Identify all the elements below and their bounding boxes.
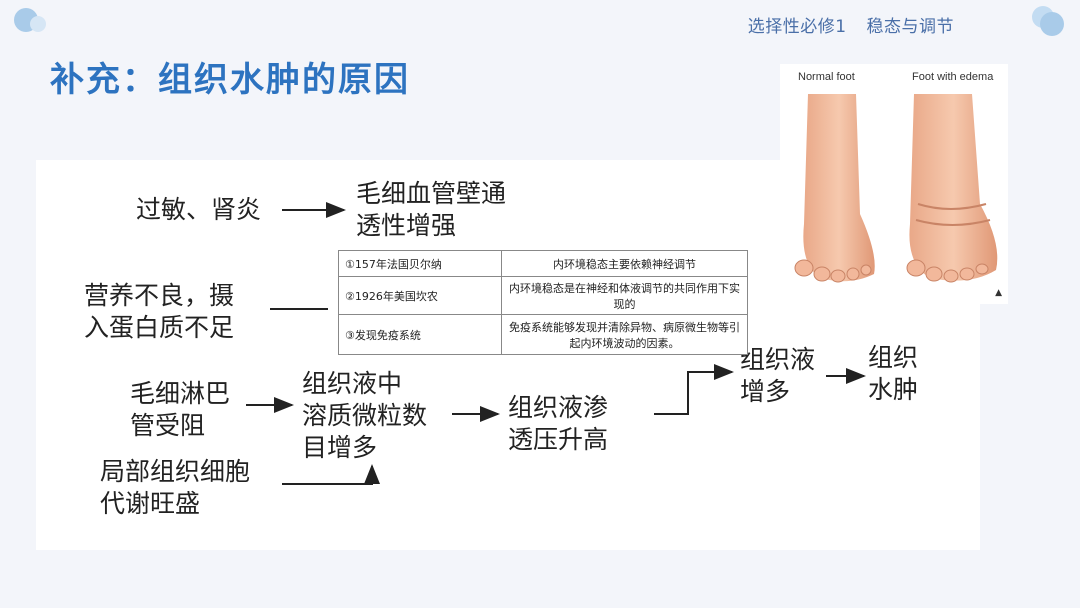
cause-allergy: 过敏、肾炎 bbox=[136, 194, 261, 226]
mid-osmotic-line-2: 透压升高 bbox=[508, 424, 608, 456]
cause-allergy-line: 过敏、肾炎 bbox=[136, 194, 261, 226]
table-row: ③发现免疫系统 免疫系统能够发现并清除异物、病原微生物等引起内环境波动的因素。 bbox=[339, 315, 748, 355]
result-permeability-line-2: 透性增强 bbox=[356, 210, 506, 242]
history-table: ①157年法国贝尔纳 内环境稳态主要依赖神经调节 ②1926年美国坎农 内环境稳… bbox=[338, 250, 748, 355]
cause-lymph-line-2: 管受阻 bbox=[130, 410, 230, 442]
cause-lymph: 毛细淋巴 管受阻 bbox=[130, 378, 230, 442]
mid-solutes-line-1: 组织液中 bbox=[302, 368, 427, 400]
table-cell-finding: 内环境稳态是在神经和体液调节的共同作用下实现的 bbox=[502, 277, 748, 315]
cause-malnutrition: 营养不良，摄 入蛋白质不足 bbox=[84, 280, 234, 344]
mid-solutes: 组织液中 溶质微粒数 目增多 bbox=[302, 368, 427, 464]
table-row: ①157年法国贝尔纳 内环境稳态主要依赖神经调节 bbox=[339, 251, 748, 277]
cause-metabolism-line-2: 代谢旺盛 bbox=[100, 488, 250, 520]
cause-metabolism-line-1: 局部组织细胞 bbox=[100, 456, 250, 488]
decor-circle-left-small bbox=[30, 16, 46, 32]
table-cell-finding: 免疫系统能够发现并清除异物、病原微生物等引起内环境波动的因素。 bbox=[502, 315, 748, 355]
result-edema-line-2: 水肿 bbox=[868, 374, 918, 406]
table-row: ②1926年美国坎农 内环境稳态是在神经和体液调节的共同作用下实现的 bbox=[339, 277, 748, 315]
header-course: 选择性必修1 bbox=[748, 17, 847, 37]
cause-metabolism: 局部组织细胞 代谢旺盛 bbox=[100, 456, 250, 520]
feet-illustration: Normal foot Foot with edema ▲ bbox=[780, 64, 1008, 304]
caption-edema-foot: Foot with edema bbox=[912, 71, 993, 83]
mid-osmotic-line-1: 组织液渗 bbox=[508, 392, 608, 424]
cause-lymph-line-1: 毛细淋巴 bbox=[130, 378, 230, 410]
image-watermark: ▲ bbox=[995, 288, 1002, 298]
table-cell-event: ③发现免疫系统 bbox=[339, 315, 502, 355]
result-edema: 组织 水肿 bbox=[868, 342, 918, 406]
mid-solutes-line-3: 目增多 bbox=[302, 432, 427, 464]
result-fluid-line-2: 增多 bbox=[740, 376, 815, 408]
table-cell-finding: 内环境稳态主要依赖神经调节 bbox=[502, 251, 748, 277]
result-fluid: 组织液 增多 bbox=[740, 344, 815, 408]
result-permeability: 毛细血管壁通 透性增强 bbox=[356, 178, 506, 242]
cause-malnutrition-line-1: 营养不良，摄 bbox=[84, 280, 234, 312]
feet-drawing bbox=[780, 64, 1008, 304]
result-fluid-line-1: 组织液 bbox=[740, 344, 815, 376]
result-edema-line-1: 组织 bbox=[868, 342, 918, 374]
header-chapter: 稳态与调节 bbox=[867, 17, 955, 37]
caption-normal-foot: Normal foot bbox=[798, 71, 855, 83]
slide-title: 补充：组织水肿的原因 bbox=[50, 52, 410, 101]
cause-malnutrition-line-2: 入蛋白质不足 bbox=[84, 312, 234, 344]
mid-solutes-line-2: 溶质微粒数 bbox=[302, 400, 427, 432]
table-cell-event: ①157年法国贝尔纳 bbox=[339, 251, 502, 277]
decor-circle-right-2 bbox=[1040, 12, 1064, 36]
mid-osmotic: 组织液渗 透压升高 bbox=[508, 392, 608, 456]
result-permeability-line-1: 毛细血管壁通 bbox=[356, 178, 506, 210]
header: 选择性必修1 稳态与调节 bbox=[734, 12, 954, 37]
table-cell-event: ②1926年美国坎农 bbox=[339, 277, 502, 315]
